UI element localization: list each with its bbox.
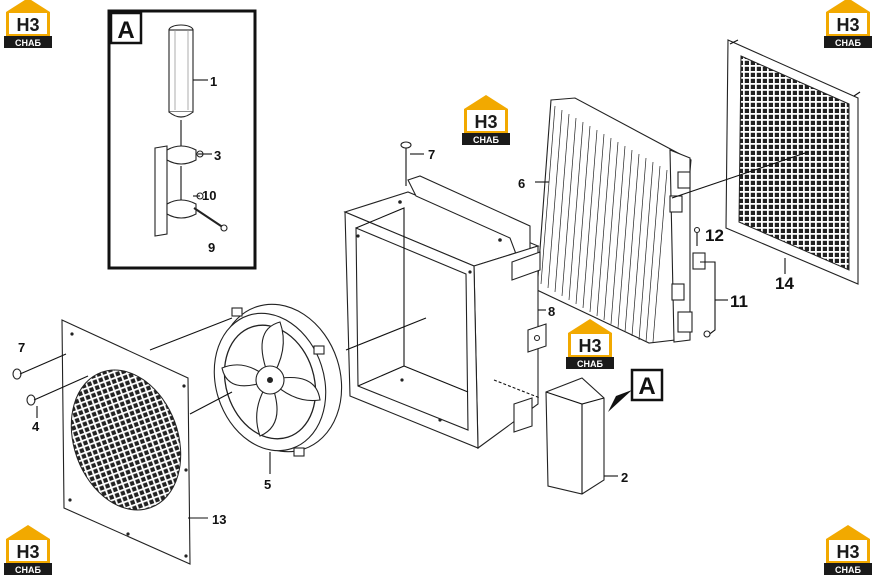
part-fan [213, 303, 343, 457]
brand-logo-middle: H3 CHAБ [566, 319, 614, 369]
part-drier-bracket [154, 145, 228, 237]
logo-text: H3 [16, 542, 39, 562]
callout-letter: A [638, 373, 655, 400]
logo-text: H3 [578, 336, 601, 356]
label-2: 2 [621, 470, 628, 485]
brand-logo-bottom-left: H3 CHAБ [4, 525, 52, 575]
logo-text: H3 [474, 112, 497, 132]
part-receiver-drier [168, 24, 194, 152]
label-3: 3 [214, 148, 221, 163]
logo-subtext: CHAБ [835, 38, 861, 48]
label-4: 4 [32, 419, 40, 434]
detail-box-a: A 1 3 10 9 [107, 9, 257, 270]
logo-text: H3 [16, 15, 39, 35]
brand-logo-top-right: H3 CHAБ [824, 0, 872, 48]
label-9: 9 [208, 240, 215, 255]
logo-subtext: CHAБ [15, 38, 41, 48]
logo-text: H3 [836, 15, 859, 35]
part-shroud-frame [343, 175, 547, 450]
part-bolt-7-top [400, 141, 412, 186]
label-1: 1 [210, 74, 217, 89]
label-5: 5 [264, 477, 271, 492]
logo-subtext: CHAБ [473, 135, 499, 145]
callout-a: A [608, 368, 664, 412]
label-8: 8 [548, 304, 555, 319]
part-fan-guard-plate [61, 319, 191, 565]
label-14: 14 [775, 274, 794, 293]
part-bolt-4 [26, 375, 89, 406]
logo-subtext: CHAБ [15, 565, 41, 575]
logo-subtext: CHAБ [577, 359, 603, 369]
part-bolt-7-left [12, 353, 67, 380]
part-pipe-assembly [692, 226, 716, 338]
part-cover [545, 377, 605, 495]
label-12: 12 [705, 226, 724, 245]
condenser-fins [540, 105, 668, 343]
label-7-left: 7 [18, 340, 25, 355]
part-condenser [536, 97, 693, 344]
part-protective-screen [725, 39, 861, 285]
logo-subtext: CHAБ [835, 565, 861, 575]
label-10: 10 [202, 188, 216, 203]
brand-logo-upper-center: H3 CHAБ [462, 95, 510, 145]
detail-box-letter: A [117, 17, 134, 44]
brand-logo-top-left: H3 CHAБ [4, 0, 52, 48]
label-13: 13 [212, 512, 226, 527]
label-11: 11 [730, 292, 748, 311]
label-7-top: 7 [428, 147, 435, 162]
brand-logo-bottom-right: H3 CHAБ [824, 525, 872, 575]
label-6: 6 [518, 176, 525, 191]
logo-text: H3 [836, 542, 859, 562]
